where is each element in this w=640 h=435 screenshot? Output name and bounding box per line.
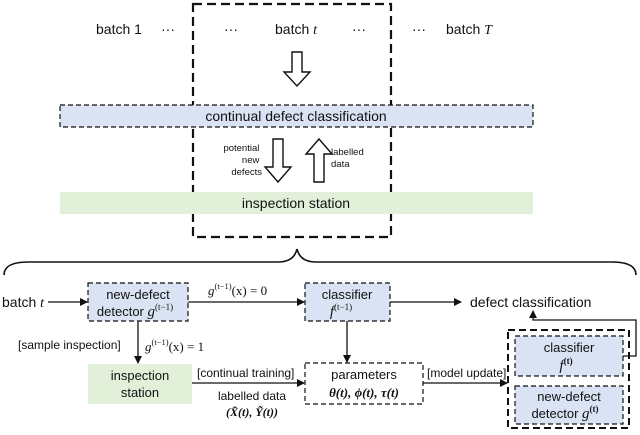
feedback-loop-arrow	[529, 310, 637, 357]
condition-zero: g(t−1)(x) = 0	[208, 281, 267, 298]
batch-t-label: batch t	[275, 21, 318, 38]
parameters-label: parameters	[331, 367, 397, 382]
new-detector-box	[514, 385, 624, 425]
continual-classification-label: continual defect classification	[205, 108, 386, 124]
classifier-line1: classifier	[322, 287, 373, 302]
potential-new-defects-label: potential new defects	[223, 143, 262, 178]
inspection-station-band	[60, 192, 533, 214]
model-update-label: [model update]	[427, 366, 506, 380]
detector-line1: new-defect	[106, 287, 170, 302]
hollow-down-arrow-icon	[263, 138, 293, 184]
hollow-up-arrow-icon	[304, 137, 334, 183]
new-classifier-line2: f(t)	[559, 356, 572, 374]
inspection-line1: inspection	[111, 368, 170, 383]
classifier-line2: f(t−1)	[330, 302, 352, 320]
continual-training-label: [continual training]	[197, 366, 294, 380]
curly-brace	[3, 248, 637, 276]
labelled-data-math: (X̃(t), Ỹ(t))	[226, 405, 278, 419]
labelled-data-label: labelled data	[331, 147, 366, 170]
batch-t-input-label: batch t	[2, 294, 45, 311]
dots-right: ···	[352, 21, 366, 37]
inspection-station-label: inspection station	[242, 195, 350, 211]
batch-T-label: batch T	[446, 21, 493, 38]
inspection-station-box	[88, 364, 192, 404]
dots-far-right: ···	[412, 21, 426, 37]
inspection-line2: station	[121, 385, 159, 400]
continual-classification-band	[59, 104, 534, 128]
new-defect-detector-box	[87, 282, 189, 322]
dots-mid: ···	[224, 21, 238, 37]
new-classifier-box	[514, 335, 624, 377]
dots-left: ···	[161, 21, 175, 37]
defect-classification-output: defect classification	[470, 294, 591, 310]
new-detector-line2: detector g(t)	[531, 404, 598, 422]
hollow-down-arrow-icon	[282, 51, 312, 88]
sample-inspection-label: [sample inspection]	[18, 338, 121, 352]
parameters-math: θ(t), ϕ(t), τ(t)	[329, 385, 399, 400]
new-classifier-line1: classifier	[544, 340, 595, 355]
detector-line2: detector g(t−1)	[97, 302, 173, 320]
new-detector-line1: new-defect	[537, 389, 601, 404]
parameters-box	[304, 362, 424, 405]
updated-models-group	[507, 329, 630, 429]
labelled-data-caption: labelled data	[218, 389, 286, 403]
condition-one: g(t−1)(x) = 1	[145, 337, 204, 354]
batch-1-label: batch 1	[96, 21, 142, 37]
